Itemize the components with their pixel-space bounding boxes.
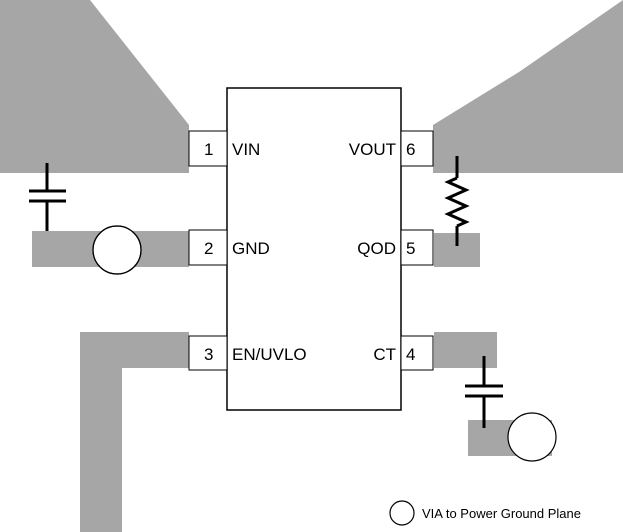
ct-trace xyxy=(434,332,497,368)
pin-1-pad xyxy=(188,130,228,167)
legend: VIA to Power Ground Plane xyxy=(389,500,581,526)
pin-6-pad xyxy=(400,130,434,167)
pin-6-name: VOUT xyxy=(349,140,396,159)
en-uvlo-trace xyxy=(80,332,189,532)
pin-4-name: CT xyxy=(373,345,396,364)
pin-2-pad xyxy=(188,229,228,266)
ct-capacitor-symbol xyxy=(465,356,503,428)
pin-4-pad xyxy=(400,335,434,371)
ct-via xyxy=(507,412,557,462)
pin-3-pad xyxy=(188,335,228,371)
legend-via-icon xyxy=(389,500,415,526)
pin-6-number: 6 xyxy=(406,140,415,159)
pin-5-name: QOD xyxy=(357,239,396,258)
qod-resistor-symbol xyxy=(444,156,470,246)
input-capacitor-symbol xyxy=(29,163,66,231)
pin-1-name: VIN xyxy=(232,140,260,159)
pin-3-number: 3 xyxy=(204,345,213,364)
pin-5-pad xyxy=(400,229,434,266)
pin-1-number: 1 xyxy=(204,140,213,159)
vin-copper-pour xyxy=(0,0,189,173)
gnd-via xyxy=(92,225,142,275)
vout-copper-pour xyxy=(433,0,623,173)
pin-4-number: 4 xyxy=(406,345,415,364)
pin-3-name: EN/UVLO xyxy=(232,345,307,364)
pin-2-name: GND xyxy=(232,239,270,258)
pin-2-number: 2 xyxy=(204,239,213,258)
legend-text: VIA to Power Ground Plane xyxy=(422,506,581,521)
pin-5-number: 5 xyxy=(406,239,415,258)
